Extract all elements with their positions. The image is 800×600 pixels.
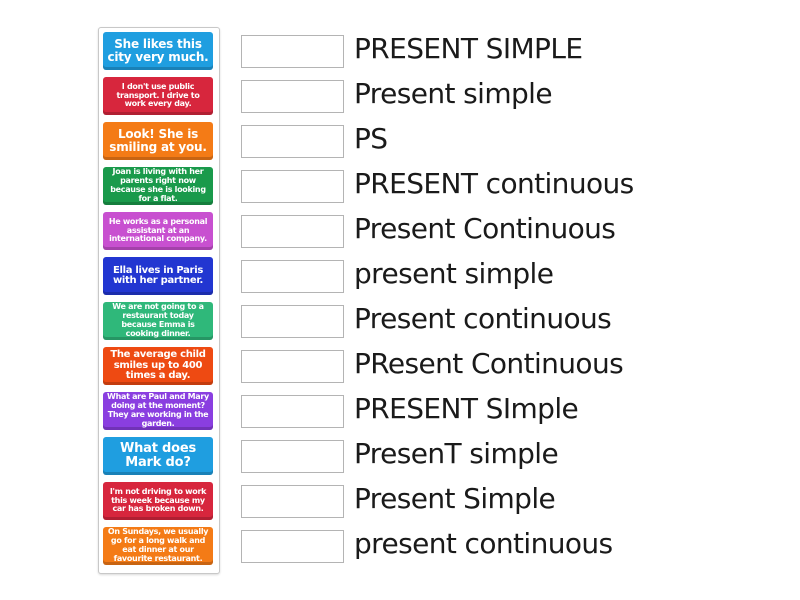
draggable-card[interactable]: The average child smiles up to 400 times…	[103, 347, 213, 385]
target-label: present continuous	[354, 527, 613, 560]
drop-zone[interactable]	[241, 125, 344, 158]
drop-zone[interactable]	[241, 350, 344, 383]
draggable-card[interactable]: I'm not driving to work this week becaus…	[103, 482, 213, 520]
draggable-card[interactable]: On Sundays, we usually go for a long wal…	[103, 527, 213, 565]
draggable-card[interactable]: I don't use public transport. I drive to…	[103, 77, 213, 115]
drop-zone[interactable]	[241, 260, 344, 293]
drop-zone[interactable]	[241, 215, 344, 248]
draggable-card[interactable]: Joan is living with her parents right no…	[103, 167, 213, 205]
card-text: What does Mark do?	[119, 441, 197, 470]
draggable-card[interactable]: Ella lives in Paris with her partner.	[103, 257, 213, 295]
card-text: Look! She is smiling at you.	[109, 127, 207, 154]
drop-zone[interactable]	[241, 170, 344, 203]
drop-zone[interactable]	[241, 485, 344, 518]
card-tray: She likes this city very much. I don't u…	[98, 27, 220, 574]
draggable-card[interactable]: He works as a personal assistant at an i…	[103, 212, 213, 250]
card-text: What are Paul and Mary doing at the mome…	[107, 392, 209, 428]
draggable-card[interactable]: We are not going to a restaurant today b…	[103, 302, 213, 340]
target-label: Present simple	[354, 77, 553, 110]
draggable-card[interactable]: She likes this city very much.	[103, 32, 213, 70]
target-label: PRESENT SIMPLE	[354, 32, 583, 65]
draggable-card[interactable]: What does Mark do?	[103, 437, 213, 475]
card-text: I don't use public transport. I drive to…	[116, 81, 200, 109]
drop-zone[interactable]	[241, 440, 344, 473]
card-text: He works as a personal assistant at an i…	[108, 216, 208, 244]
drop-zone[interactable]	[241, 305, 344, 338]
card-text: Joan is living with her parents right no…	[110, 167, 206, 203]
card-text: The average child smiles up to 400 times…	[110, 349, 206, 382]
card-text: She likes this city very much.	[107, 37, 209, 64]
drop-zone[interactable]	[241, 80, 344, 113]
card-text: On Sundays, we usually go for a long wal…	[107, 527, 209, 563]
target-label: PRESENT continuous	[354, 167, 634, 200]
draggable-card[interactable]: What are Paul and Mary doing at the mome…	[103, 392, 213, 430]
target-label: Present Simple	[354, 482, 556, 515]
target-label: PResent Continuous	[354, 347, 624, 380]
target-label: Present Continuous	[354, 212, 616, 245]
drop-zone[interactable]	[241, 35, 344, 68]
target-label: Present continuous	[354, 302, 612, 335]
target-label: present simple	[354, 257, 554, 290]
card-text: Ella lives in Paris with her partner.	[112, 264, 204, 286]
target-label: PresenT simple	[354, 437, 559, 470]
drop-zone[interactable]	[241, 530, 344, 563]
draggable-card[interactable]: Look! She is smiling at you.	[103, 122, 213, 160]
drop-zone[interactable]	[241, 395, 344, 428]
card-text: I'm not driving to work this week becaus…	[109, 486, 207, 514]
target-label: PRESENT SImple	[354, 392, 579, 425]
card-text: We are not going to a restaurant today b…	[112, 302, 204, 338]
target-label: PS	[354, 122, 388, 155]
